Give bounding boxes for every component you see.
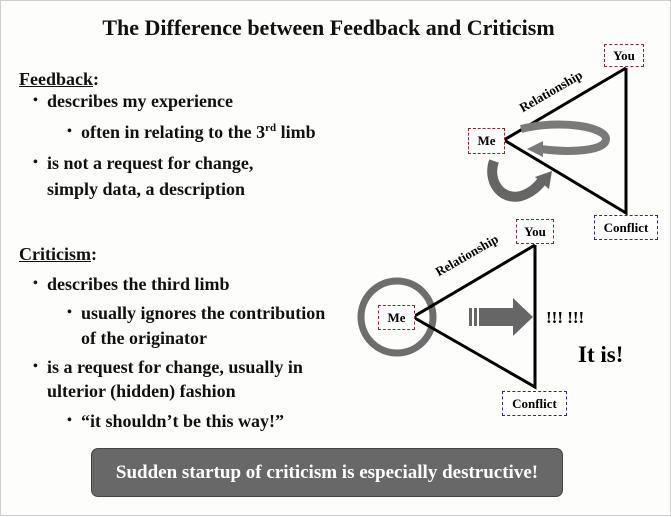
me-box: Me (378, 305, 415, 330)
sub-text: often in relating to the 3 (81, 122, 266, 142)
feedback-bullet-cont: simply data, a description (47, 179, 246, 199)
feedback-sub-bullet: often in relating to the 3rd limb (67, 121, 316, 143)
loop-arrow-icon (520, 120, 611, 155)
you-box: You (604, 44, 644, 67)
self-circle-icon (357, 277, 437, 357)
curved-arrow-icon (487, 159, 548, 202)
relationship-label: Relationship (517, 67, 585, 115)
top-triangle: Relationship (487, 66, 628, 216)
criticism-heading-text: Criticism (19, 244, 91, 264)
criticism-sub-cont: of the originator (81, 328, 207, 348)
it-is-text: It is! (578, 342, 623, 367)
sub-sup: rd (265, 122, 277, 134)
criticism-colon: : (90, 244, 97, 264)
right-arrow-icon (479, 298, 533, 336)
criticism-heading: Criticism: (19, 243, 97, 265)
exclamation-text: !!! !!! (546, 308, 584, 327)
conflict-box: Conflict (594, 215, 658, 240)
criticism-bullet: describes the third limb (33, 273, 229, 295)
feedback-bullet: is not a request for change, (33, 152, 253, 174)
slide-title: The Difference between Feedback and Crit… (102, 15, 555, 40)
criticism-sub-bullet: “it shouldn’t be this way!” (67, 410, 284, 432)
feedback-heading: Feedback: (19, 68, 99, 90)
feedback-bullet: describes my experience (33, 90, 233, 112)
feedback-heading-text: Feedback (19, 69, 93, 89)
criticism-sub-bullet: usually ignores the contribution (67, 302, 325, 324)
me-box: Me (468, 128, 505, 154)
criticism-bullet: is a request for change, usually in (33, 356, 303, 378)
conflict-box: Conflict (502, 391, 567, 416)
criticism-bullet-cont: ulterior (hidden) fashion (47, 381, 236, 401)
feedback-colon: : (93, 69, 99, 89)
summary-banner: Sudden startup of criticism is especiall… (91, 448, 563, 497)
sub-text-end: limb (276, 122, 316, 142)
you-box: You (516, 219, 554, 244)
